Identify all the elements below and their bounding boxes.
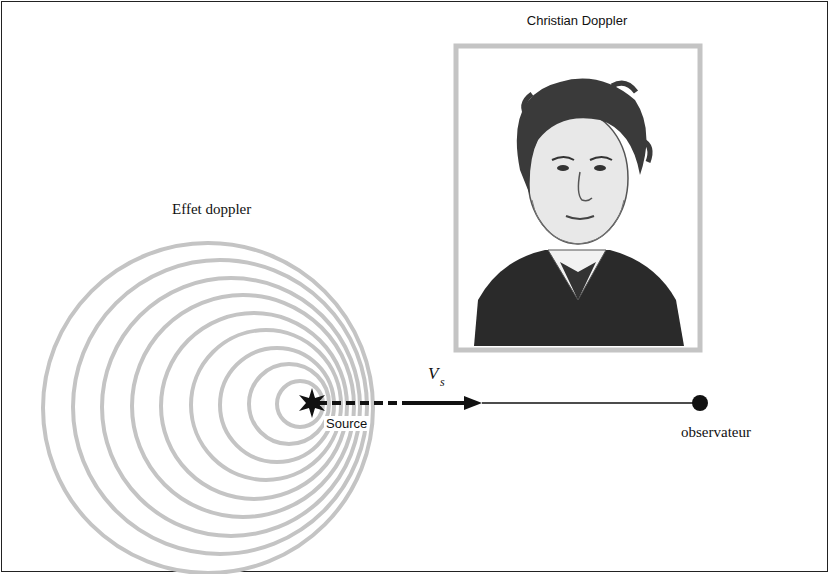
observer-label: observateur [681,424,751,441]
velocity-dashed [318,401,410,405]
wave-fronts [43,243,373,573]
velocity-symbol: V [428,364,438,384]
portrait-caption: Christian Doppler [527,13,627,28]
observer-dot [692,395,708,411]
velocity-arrow [410,401,466,405]
sight-line [482,402,694,403]
portrait [456,46,700,350]
velocity-arrowhead [464,396,482,410]
diagram-title: Effet doppler [172,201,251,218]
source-label: Source [324,416,369,431]
velocity-subscript: s [440,375,445,390]
